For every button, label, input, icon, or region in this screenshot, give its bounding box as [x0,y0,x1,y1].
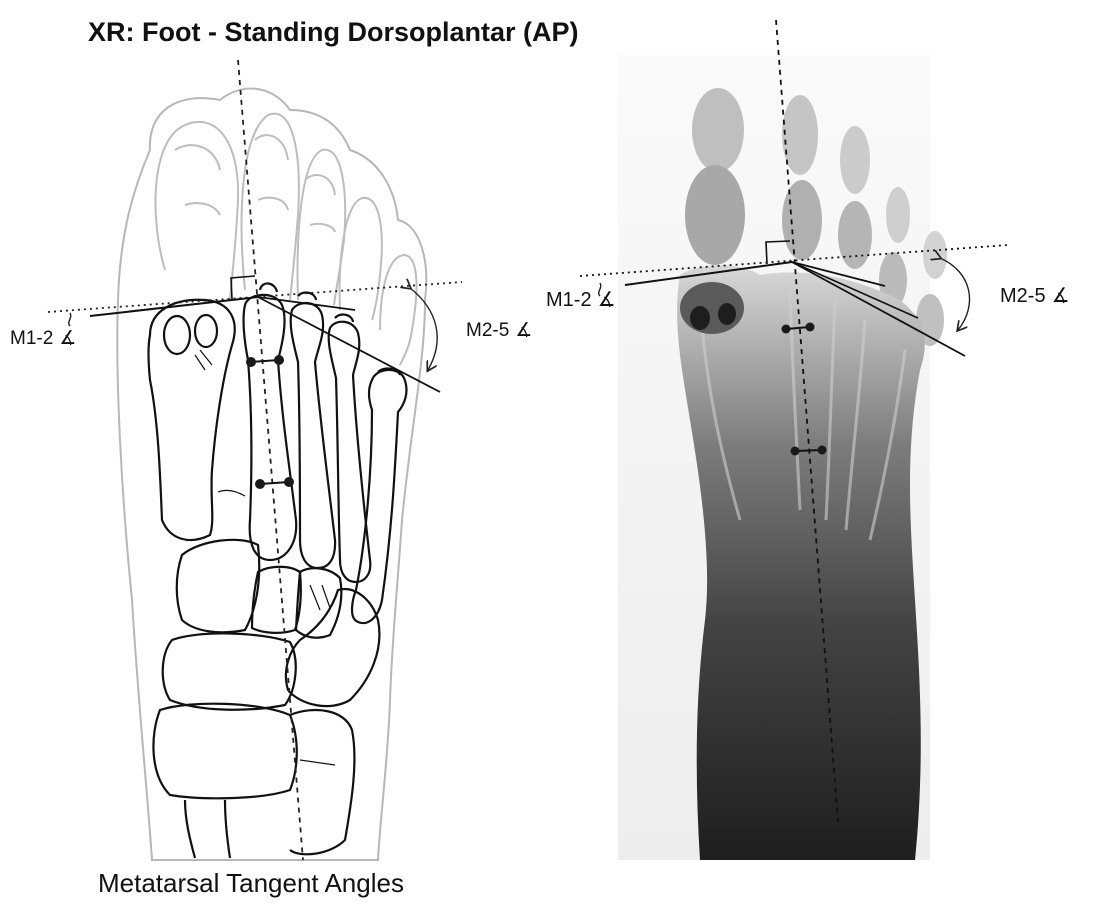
metatarsal-5-outline [352,370,406,623]
drawing-marker-dot [284,477,294,487]
metatarsal-1-outline [149,300,235,540]
xray-label-m12: M1-2 [546,289,592,311]
metatarsal-1-head-sesamoid-b [195,315,217,347]
drawing-m25-tangent-line-b [258,297,440,392]
svg-text:M2-5∡: M2-5 ∡ [1000,285,1070,307]
drawing-marker-dot [255,479,265,489]
drawing-marker-dot [274,355,284,365]
xray-marker-dot [782,325,791,334]
foot-soft-tissue-outline [117,89,426,860]
drawing-right-angle-marker [231,276,255,299]
drawing-m12-angle-tick [69,313,71,326]
xray-foot-body [677,265,925,860]
toe-1-outline [155,122,238,300]
navicular-outline [163,633,296,709]
drawing-angle-symbol-m12: ∡ [59,328,76,349]
figure-caption: Metatarsal Tangent Angles [98,868,404,898]
drawing-label-m12: M1-2 [10,328,53,349]
cuneiform-medial-outline [177,540,259,633]
svg-text:M1-2∡: M1-2 ∡ [10,328,76,349]
metatarsal-1-head-sesamoid-a [164,316,190,354]
svg-text:M1-2∡: M1-2 ∡ [546,289,616,311]
toe-3-outline [298,150,346,305]
foot-xray-image: M1-2 ∡ M2-5 ∡ [546,20,1070,860]
drawing-label-m25: M2-5 [466,320,509,341]
xray-marker-dot [818,446,827,455]
figure-title: XR: Foot - Standing Dorsoplantar (AP) [88,17,578,47]
foot-line-drawing: M1-2 ∡ M2-5 ∡ [10,60,532,860]
drawing-second-metatarsal-axis [238,60,303,860]
toe-5-outline [380,255,416,365]
metatarsal-2-outline [244,295,297,560]
xray-angle-symbol-m12: ∡ [598,289,616,311]
drawing-marker-dot [246,357,256,367]
drawing-angle-symbol-m25: ∡ [515,320,532,341]
xray-label-m25: M2-5 [1000,285,1046,307]
xray-marker-dot [791,447,800,456]
svg-text:M2-5∡: M2-5 ∡ [466,320,532,341]
cuneiform-lateral-outline [296,568,341,638]
toe-2-outline [242,114,299,300]
xray-angle-symbol-m25: ∡ [1052,285,1070,307]
calcaneus-outline [290,710,354,854]
drawing-metatarsal-width-markers [246,355,294,489]
xray-marker-dot [806,323,815,332]
talus-outline [153,704,296,799]
